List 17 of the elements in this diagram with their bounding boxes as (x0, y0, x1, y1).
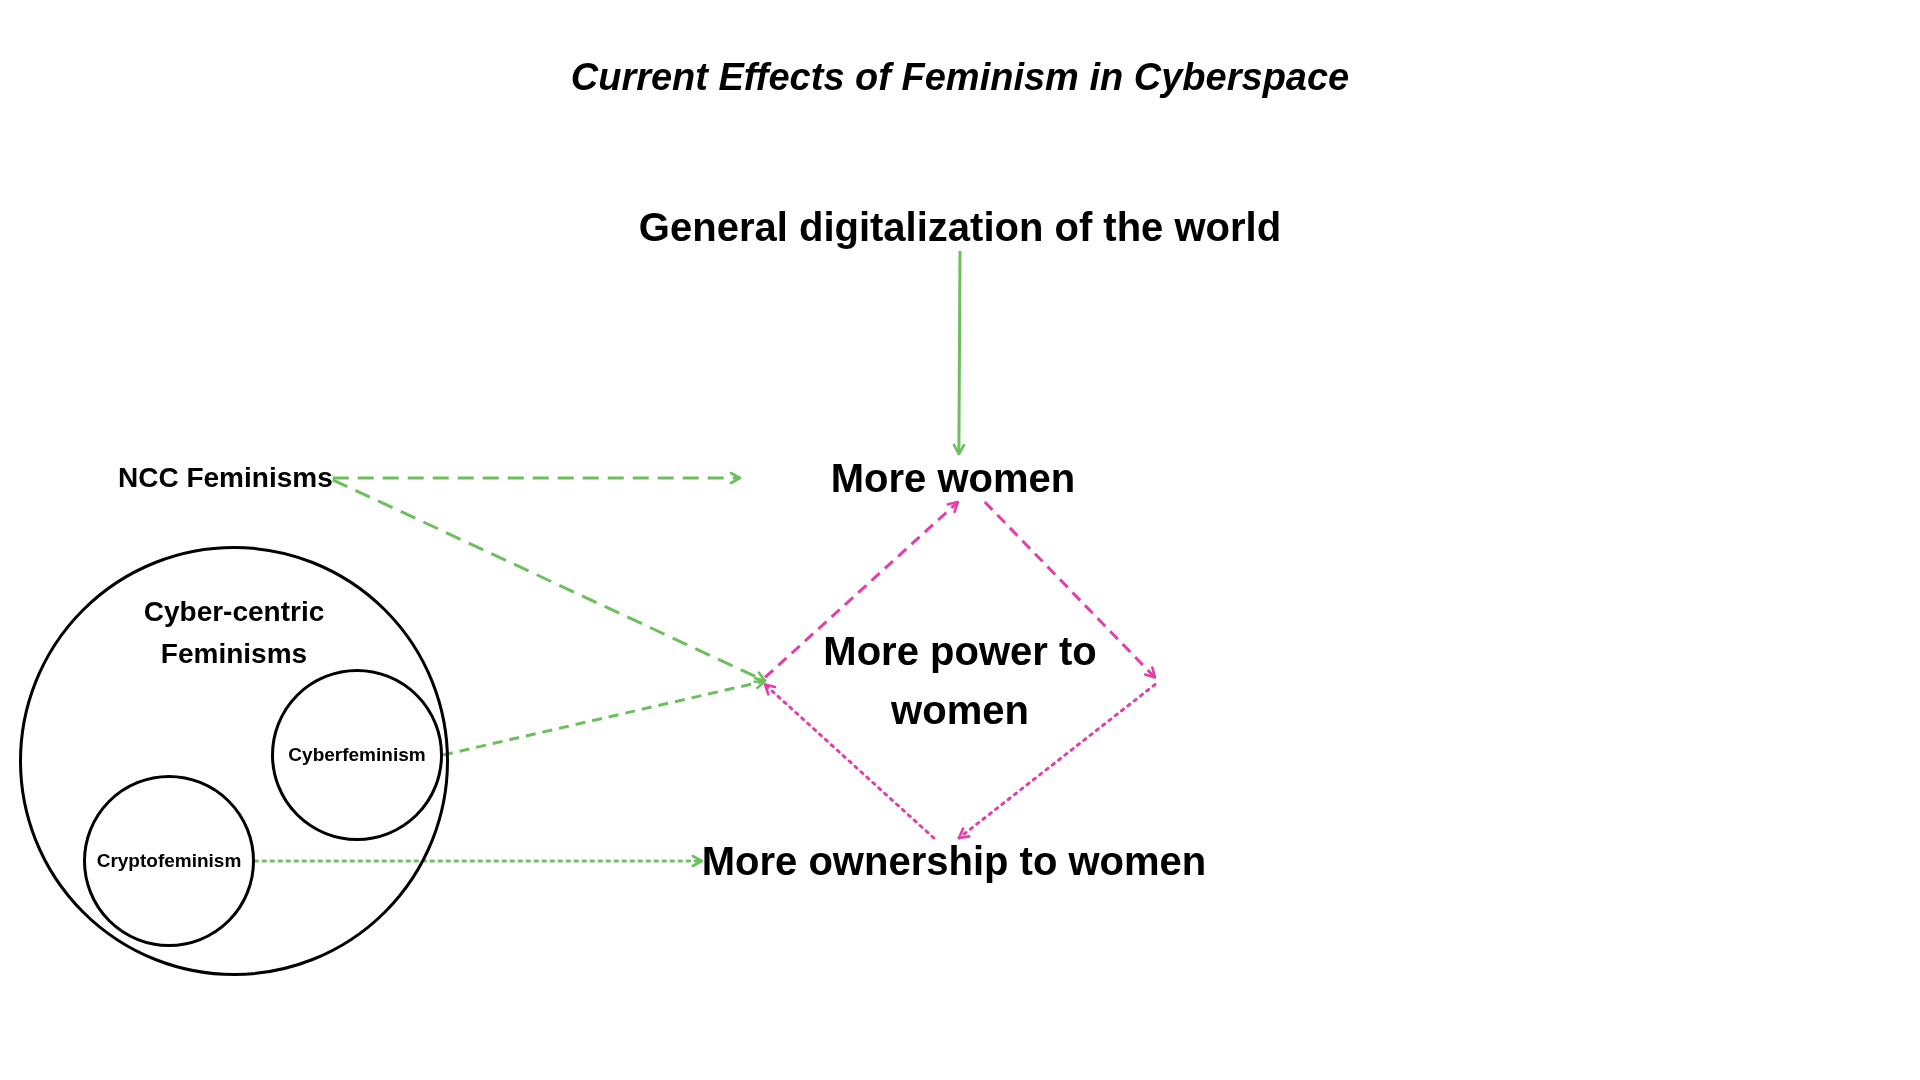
dashed-arrow (442, 676, 767, 757)
text-label: More ownership to women (701, 838, 1207, 884)
text-label: More power to women (822, 628, 1098, 734)
dotted-arrow (763, 683, 936, 840)
dashed-arrow (764, 500, 960, 679)
text-label: General digitalization of the world (638, 203, 1282, 251)
circle-label: Cryptofeminism (96, 849, 242, 873)
text-label: NCC Feminisms (118, 460, 333, 496)
dashed-arrow (983, 500, 1157, 679)
title: Current Effects of Feminism in Cyberspace (570, 55, 1350, 100)
text-label: More women (830, 454, 1076, 502)
dotted-arrow (957, 683, 1157, 840)
arrow (952, 251, 966, 456)
circle-label: Cyber-centric Feminisms (142, 595, 326, 671)
dashed-arrow (332, 478, 767, 684)
circle-label: Cyberfeminism (288, 743, 426, 767)
dashed-arrow (332, 471, 742, 485)
